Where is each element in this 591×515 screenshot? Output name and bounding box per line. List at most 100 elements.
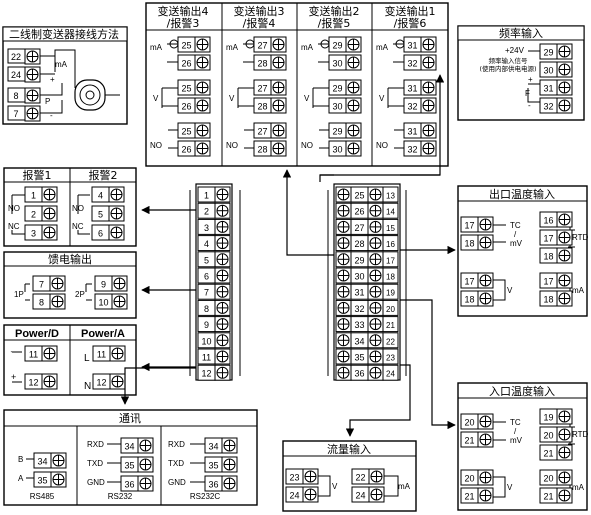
screw-icon [50,452,67,469]
screw-icon [270,97,287,114]
screw-icon [302,486,319,503]
two-wire-title: 二线制变送器接线方法 [9,27,119,41]
strip-left-term-11-number: 11 [202,353,211,363]
freq-title: 频率输入 [499,26,543,40]
strip-right-a-term-30: 30 [335,267,369,284]
alarm2-term-4-number: 4 [98,191,103,201]
screw-icon [420,79,437,96]
alarm1-term-1: 1 [24,186,58,203]
svg-text:_: _ [10,342,17,352]
comm-gnd-2: GND [168,478,186,487]
screw-icon [335,299,352,316]
screw-icon [345,54,362,71]
strip-right-b-number: 23 [386,354,395,363]
signal-label: V [229,94,235,103]
communication-panel: 通讯 B A RS485 RXD TXD GND RS232 RXD TXD G… [3,409,258,506]
top-term-32-number: 32 [407,102,417,112]
feed-term-9-number: 9 [101,280,106,290]
screw-icon [420,140,437,157]
in-temp-term-4: 21 [539,444,573,461]
comm-b: B [18,455,23,464]
screw-icon [214,186,231,203]
two-wire-p-label: P [45,97,50,106]
strip-right-a-term-29-number: 29 [354,255,364,265]
screw-icon [345,140,362,157]
screw-icon [194,97,211,114]
strip-right-b-term-20: 20 [367,299,399,316]
alarm2-term-6: 6 [91,224,125,241]
alarm2-term-5-number: 5 [98,210,103,220]
screw-icon [335,218,352,235]
screw-icon [137,475,154,492]
strip-left-term-3: 3 [197,218,231,235]
svg-text:+: + [50,75,55,84]
term-24: 24 [11,70,21,80]
top-term-30-number: 30 [332,145,342,155]
freq-desc1: 频率输入信号 [489,56,529,65]
flow-term-24b-number: 24 [355,491,365,501]
strip-right-a-term-34: 34 [335,332,369,349]
feed-term-10: 10 [94,293,128,310]
screw-icon [214,364,231,381]
screw-icon [49,275,66,292]
top-term-30: 30 [328,140,362,157]
screw-icon [24,105,41,122]
screw-icon [214,267,231,284]
in-ma: mA [572,483,585,492]
strip-left-term-6: 6 [197,267,231,284]
top-term-32-number: 32 [407,145,417,155]
top-term-29: 29 [328,122,362,139]
screw-icon [477,272,494,289]
comm-gnd-1: GND [87,478,105,487]
top-term-29-number: 29 [332,41,342,51]
freq-term-31: 31 [539,79,573,96]
freq-24v: +24V [505,46,525,55]
screw-icon [108,205,125,222]
feed-term-9: 9 [94,275,128,292]
freq-term-30-number: 30 [543,66,553,76]
screw-icon [302,468,319,485]
alarm1-term-2-number: 2 [31,210,36,220]
comm-rxd-2: RXD [168,440,185,449]
strip-left-term-10-number: 10 [201,336,211,346]
in-temp-term-2-number: 19 [543,413,553,423]
term-7: 7 [13,109,18,119]
out-temp-term-4-number: 18 [543,252,553,262]
in-temp-term-2: 19 [539,408,573,425]
top-term-30-number: 30 [332,59,342,69]
svg-text:/: / [514,427,517,436]
rs485-term-34: 34 [33,452,67,469]
screw-icon [270,122,287,139]
screw-icon [41,186,58,203]
screw-icon [41,373,58,390]
feed-term-8: 8 [32,293,66,310]
screw-icon [137,437,154,454]
out-mv: mV [510,239,523,248]
screw-icon [345,97,362,114]
screw-icon [345,122,362,139]
freq-term-29: 29 [539,43,573,60]
strip-right-b-number: 15 [386,224,395,233]
screw-icon [367,235,384,252]
out-rtd: RTD [572,233,589,242]
in-temp-term-1-number: 21 [464,436,474,446]
screw-icon [556,247,573,264]
strip-right-a-term-25-number: 25 [354,191,364,201]
signal-label: NO [226,141,238,150]
screw-icon [477,413,494,430]
power-d-term-12: 12 [24,373,58,390]
out-temp-term-8: 18 [539,290,573,307]
in-v: V [507,483,513,492]
signal-label: NO [150,141,162,150]
top-term-31-number: 31 [407,84,417,94]
screw-icon [335,283,352,300]
rs232-term-35: 35 [120,456,154,473]
screw-icon [368,486,385,503]
power-n: N [84,381,91,392]
alarm1-term-2: 2 [24,205,58,222]
out-temp-term-2-number: 16 [543,216,553,226]
col2-title-2: /报警5 [318,16,351,30]
feed-term-8-number: 8 [39,298,44,308]
